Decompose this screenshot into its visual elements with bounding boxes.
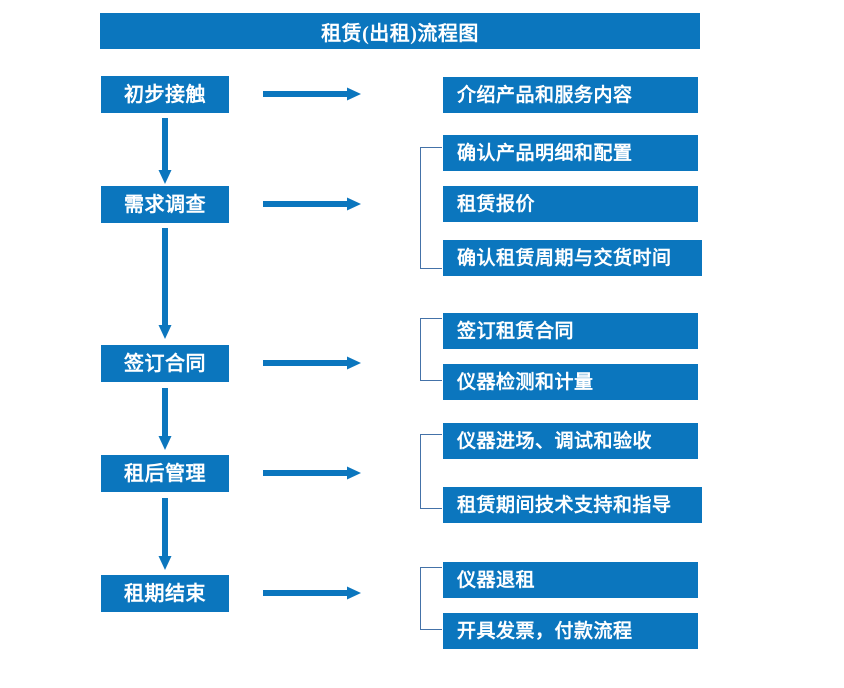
stage-box-needs-survey[interactable]: 需求调查: [101, 186, 229, 223]
detail-box-instrument-entry-commissioning[interactable]: 仪器进场、调试和验收: [443, 423, 698, 459]
detail-box-technical-support[interactable]: 租赁期间技术支持和指导: [443, 487, 702, 523]
bracket-post-rental-group: [420, 434, 442, 509]
arrow-right-post-rental-management: [263, 465, 363, 481]
stage-box-post-rental-management[interactable]: 租后管理: [101, 455, 229, 492]
bracket-lease-end-group: [420, 567, 442, 630]
arrow-down-management-to-lease-end: [157, 498, 173, 572]
arrow-right-lease-end: [263, 585, 363, 601]
detail-box-confirm-period-delivery[interactable]: 确认租赁周期与交货时间: [443, 240, 702, 276]
detail-box-sign-rental-contract[interactable]: 签订租赁合同: [443, 313, 698, 349]
detail-box-instrument-inspection[interactable]: 仪器检测和计量: [443, 364, 698, 400]
stage-box-initial-contact[interactable]: 初步接触: [101, 76, 229, 113]
bracket-needs-survey-group: [420, 147, 442, 269]
detail-box-invoice-payment[interactable]: 开具发票，付款流程: [443, 613, 698, 649]
stage-box-sign-contract[interactable]: 签订合同: [101, 345, 229, 382]
arrow-right-initial-contact: [263, 86, 363, 102]
arrow-right-sign-contract: [263, 355, 363, 371]
arrow-down-contract-to-management: [157, 388, 173, 452]
stage-box-lease-end[interactable]: 租期结束: [101, 575, 229, 612]
arrow-right-needs-survey: [263, 196, 363, 212]
detail-box-instrument-return[interactable]: 仪器退租: [443, 562, 698, 598]
arrow-down-contact-to-survey: [157, 118, 173, 186]
diagram-title: 租赁(出租)流程图: [100, 13, 700, 49]
arrow-down-survey-to-contract: [157, 228, 173, 341]
bracket-sign-contract-group: [420, 318, 442, 381]
detail-box-introduce-products[interactable]: 介绍产品和服务内容: [443, 77, 698, 113]
detail-box-confirm-product-details[interactable]: 确认产品明细和配置: [443, 135, 698, 171]
detail-box-rental-quotation[interactable]: 租赁报价: [443, 186, 698, 222]
